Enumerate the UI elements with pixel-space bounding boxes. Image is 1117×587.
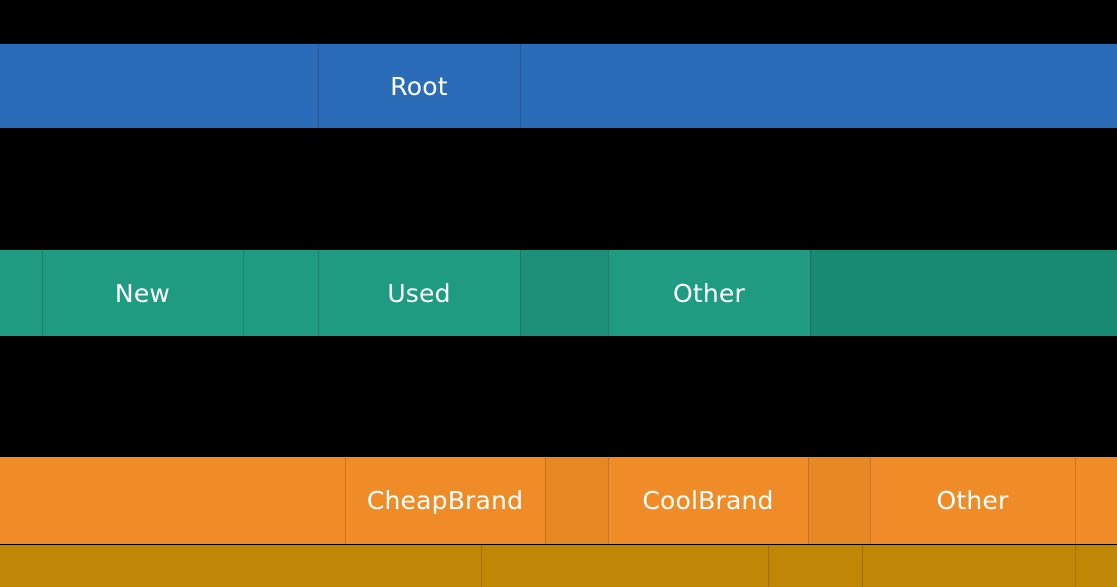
icicle-node-cheapbrand[interactable]: CheapBrand bbox=[345, 457, 545, 544]
icicle-node-label: Root bbox=[390, 71, 448, 101]
icicle-node-root-level-2[interactable] bbox=[520, 44, 1117, 128]
icicle-level-condition-level: New Used Other bbox=[0, 250, 1117, 336]
icicle-node-coolbrand[interactable]: CoolBrand bbox=[608, 457, 808, 544]
icicle-node-condition-level-6[interactable] bbox=[810, 250, 1117, 336]
icicle-level-root-level: Root bbox=[0, 44, 1117, 128]
icicle-node-other[interactable]: Other bbox=[870, 457, 1075, 544]
icicle-node-leaf-level-3[interactable] bbox=[862, 545, 1075, 587]
icicle-node-root[interactable]: Root bbox=[318, 44, 520, 128]
icicle-node-label: Other bbox=[936, 486, 1009, 515]
icicle-node-used[interactable]: Used bbox=[318, 250, 520, 336]
icicle-node-leaf-level-2[interactable] bbox=[768, 545, 862, 587]
icicle-node-leaf-level-1[interactable] bbox=[481, 545, 768, 587]
icicle-node-brand-level-6[interactable] bbox=[1075, 457, 1117, 544]
icicle-node-condition-level-2[interactable] bbox=[243, 250, 318, 336]
icicle-level-leaf-level bbox=[0, 545, 1117, 587]
icicle-node-leaf-level-0[interactable] bbox=[0, 545, 481, 587]
icicle-node-label: CoolBrand bbox=[642, 486, 774, 515]
icicle-node-condition-level-0[interactable] bbox=[0, 250, 42, 336]
icicle-node-leaf-level-4[interactable] bbox=[1075, 545, 1117, 587]
icicle-node-brand-level-0[interactable] bbox=[0, 457, 345, 544]
icicle-node-label: CheapBrand bbox=[366, 486, 524, 515]
icicle-level-brand-level: CheapBrand CoolBrand Other bbox=[0, 457, 1117, 544]
icicle-node-root-level-0[interactable] bbox=[0, 44, 318, 128]
icicle-node-condition-level-4[interactable] bbox=[520, 250, 608, 336]
icicle-node-brand-level-2[interactable] bbox=[545, 457, 608, 544]
icicle-node-other[interactable]: Other bbox=[608, 250, 810, 336]
icicle-node-new[interactable]: New bbox=[42, 250, 243, 336]
icicle-node-label: Other bbox=[673, 278, 745, 308]
icicle-node-label: New bbox=[114, 278, 171, 308]
icicle-node-label: Used bbox=[387, 278, 451, 308]
icicle-node-brand-level-4[interactable] bbox=[808, 457, 870, 544]
